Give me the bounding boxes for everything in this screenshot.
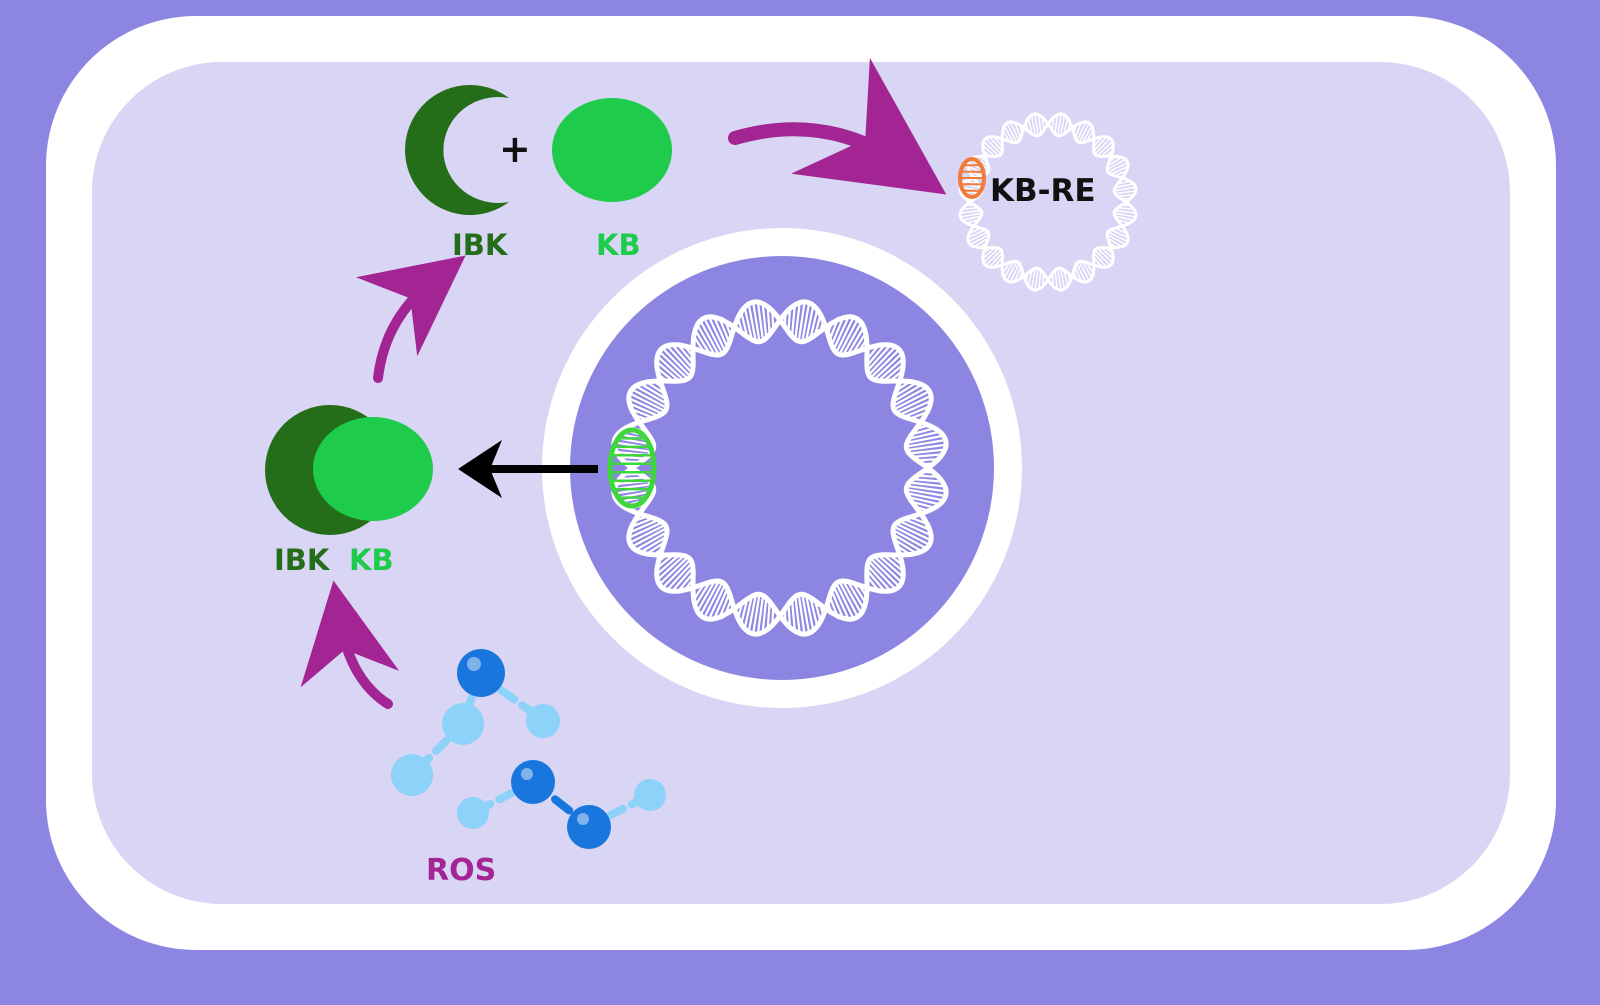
kb-label-top: KB [596,228,641,262]
ibk-label-top: IBK [452,228,509,262]
ros-label: ROS [426,853,496,888]
plus-sign: + [499,127,531,171]
kb-re-site-icon [960,159,984,197]
kb-re-label: KB-RE [990,173,1096,209]
ibk-label-complex: IBK [274,543,331,577]
kb-label-complex: KB [349,543,394,577]
kb-oval-icon [552,98,672,202]
